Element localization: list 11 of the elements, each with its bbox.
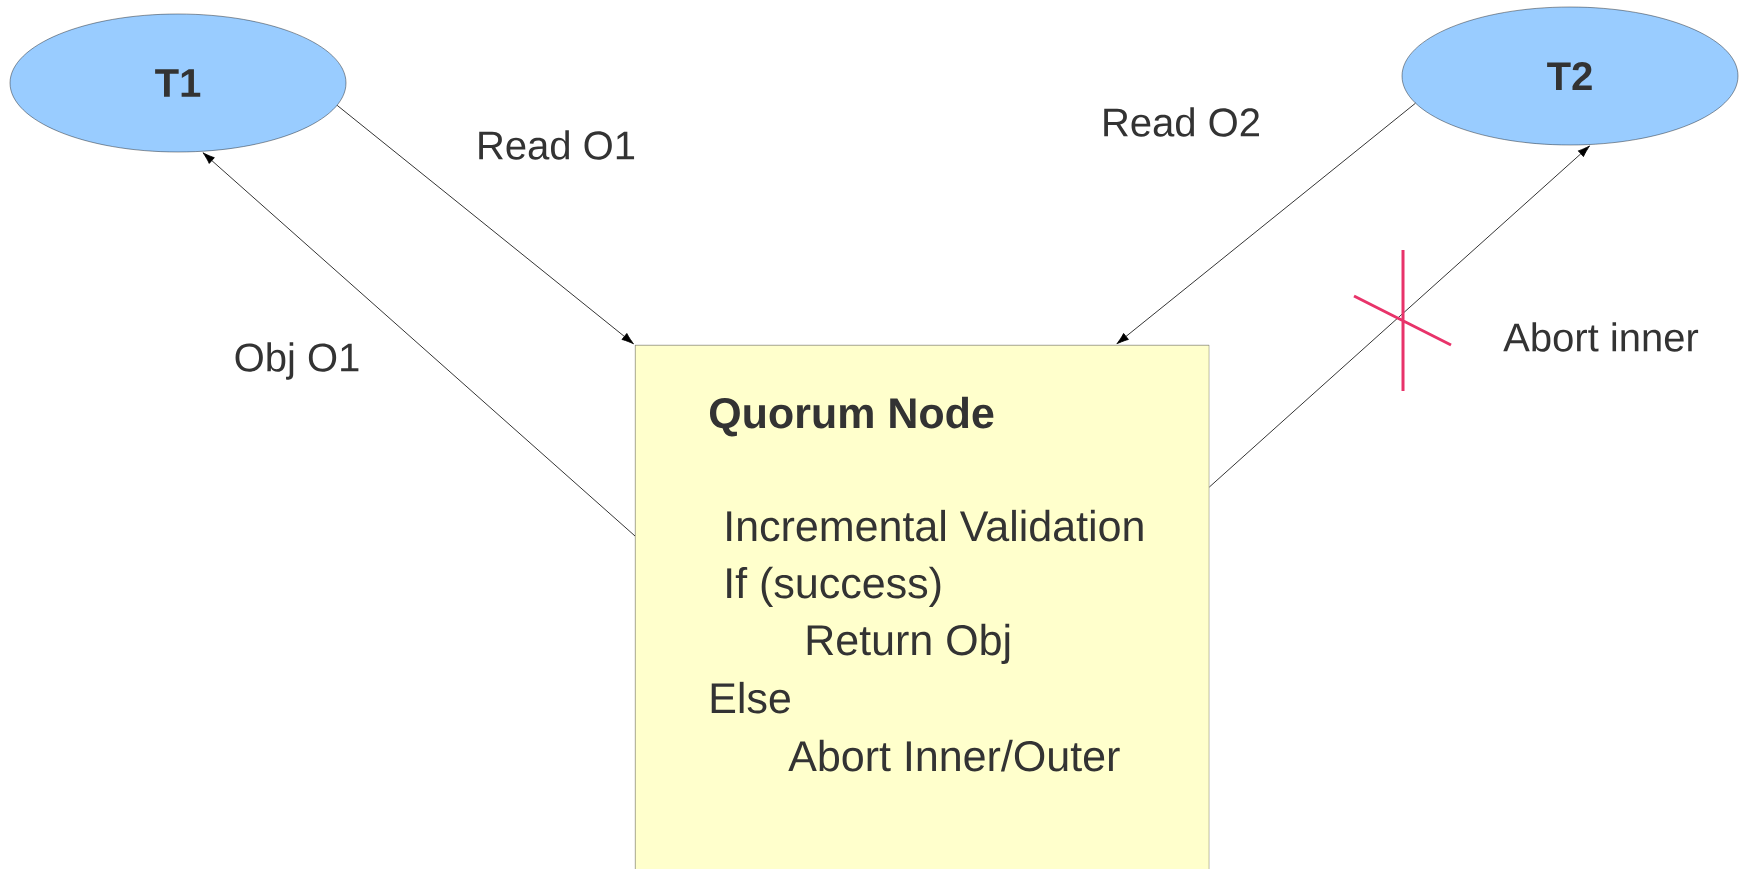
- arrow: [336, 104, 634, 345]
- process-box: Quorum Node Incremental Validation If (success) Return Obj Else Abort Inner/Outer: [635, 345, 1210, 869]
- edge-label: Abort inner: [1502, 321, 1700, 353]
- arrow: [1209, 145, 1590, 488]
- edge-label: Read O2: [1099, 106, 1263, 138]
- edge-label: Read O1: [474, 129, 638, 161]
- ellipse-node: T2: [1401, 6, 1739, 146]
- edge-label: Obj O1: [232, 341, 362, 381]
- ellipse-node: T1: [9, 13, 347, 153]
- arrow: [202, 152, 636, 537]
- arrow: [1116, 102, 1416, 345]
